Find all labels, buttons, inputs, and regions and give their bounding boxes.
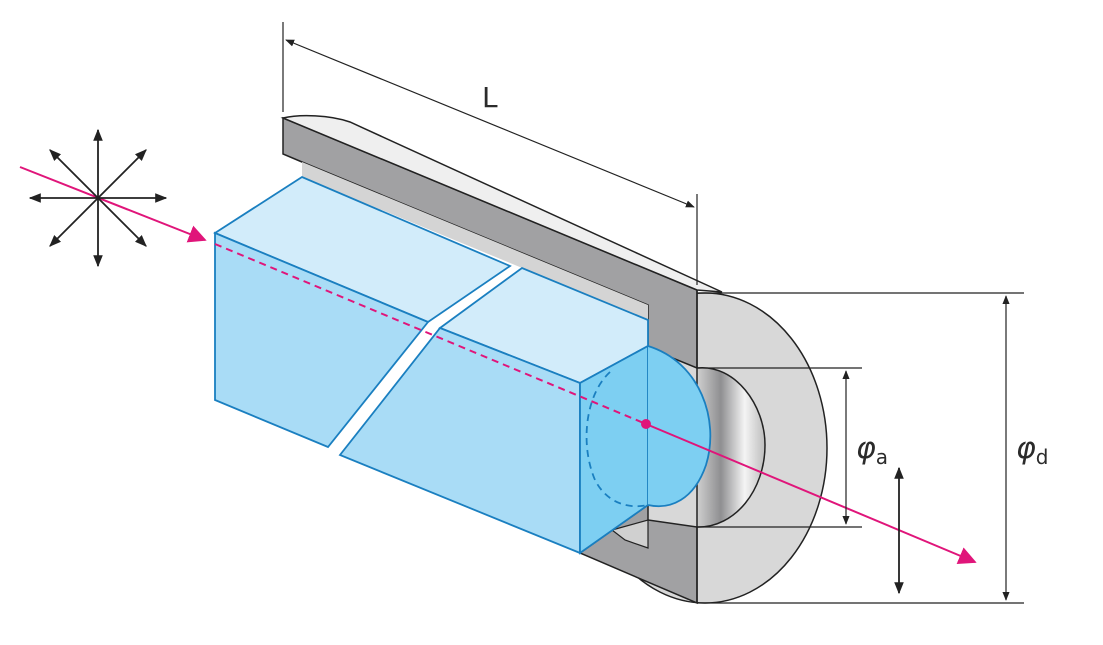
length-label: L (482, 81, 498, 114)
aperture-label: φa (856, 431, 888, 469)
aperture-symbol: φ (856, 431, 876, 466)
unpolarized-star-icon (28, 128, 168, 268)
aperture-subscript: a (876, 445, 888, 469)
beam-center-dot (641, 419, 651, 429)
dimension-outer-diameter (697, 292, 1024, 604)
prism-1-front (214, 231, 430, 449)
beam-input (19, 166, 207, 243)
dimension-length (282, 22, 698, 285)
laser-beam (19, 166, 977, 565)
beam-internal (214, 243, 647, 425)
prism-end-circle-hidden (585, 371, 649, 508)
housing-inner-slot (610, 519, 649, 549)
prism-end-circle (647, 345, 712, 508)
outer-subscript: d (1036, 445, 1049, 469)
outer-symbol: φ (1016, 431, 1036, 466)
housing-bore (696, 367, 766, 528)
beam-output (645, 423, 977, 565)
dimension-aperture (697, 367, 862, 528)
outer-diameter-label: φd (1016, 431, 1049, 469)
